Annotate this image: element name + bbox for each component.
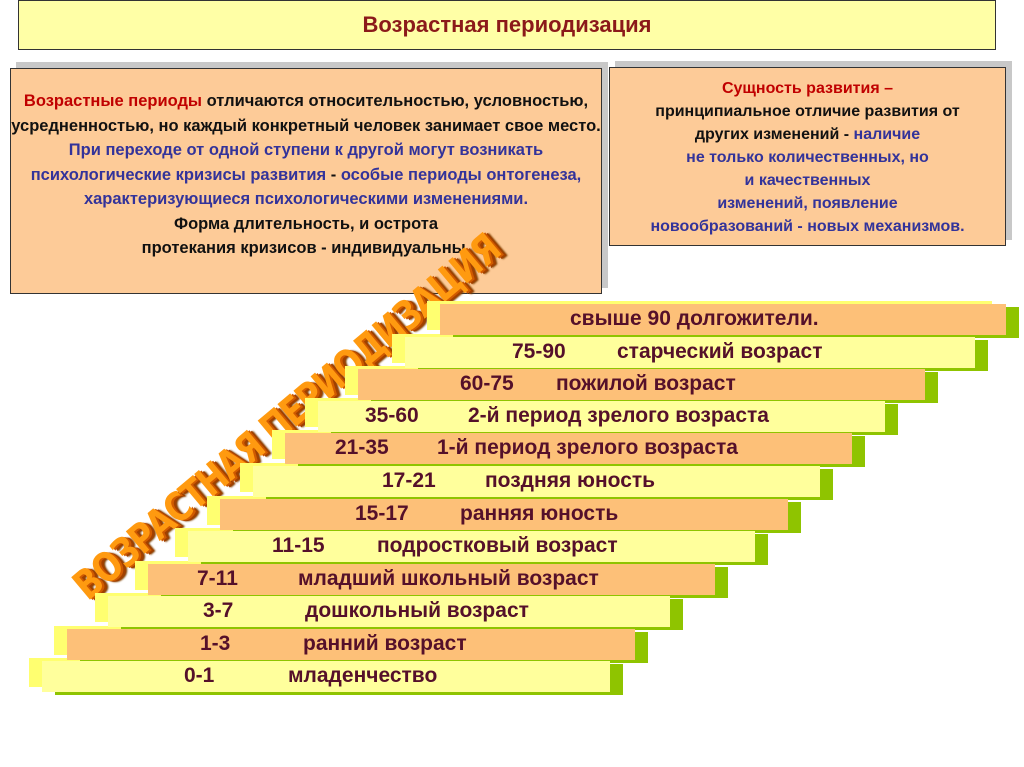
stage-label: пожилой возраст [556, 372, 736, 395]
stage-row: 75-90 старческий возраст [392, 334, 975, 368]
stage-row: 17-21 поздняя юность [240, 463, 820, 497]
stage-label: младенчество [288, 664, 438, 687]
stage-row: 7-11 младший школьный возраст [135, 561, 715, 595]
stage-range: 11-15 [272, 534, 325, 557]
stage-row: 3-7 дошкольный возраст [95, 593, 670, 627]
text-blue: При переходе от одной ступени к другой м… [30, 141, 544, 184]
stage-range: 35-60 [365, 404, 419, 427]
stage-label: подростковый возраст [377, 534, 618, 557]
development-essence-box: Сущность развития – принципиальное отлич… [609, 67, 1006, 246]
stage-range: 7-11 [197, 567, 238, 590]
age-periods-box: Возрастные периоды отличаются относитель… [10, 68, 602, 294]
stage-label: свыше 90 долгожители. [570, 307, 819, 330]
stage-range: 17-21 [382, 469, 436, 492]
stage-range: 3-7 [203, 599, 234, 622]
stage-range: 75-90 [512, 340, 566, 363]
text-blue: наличие [853, 126, 921, 143]
stage-range: 0-1 [184, 664, 215, 687]
text-blue: не только количественных, но [686, 149, 929, 166]
text-blue: новообразований - новых механизмов. [650, 218, 965, 235]
stage-row: 35-60 2-й период зрелого возраста [305, 398, 885, 432]
stage-range: 1-3 [200, 632, 231, 655]
stage-row: 1-3 ранний возраст [54, 626, 635, 660]
stage-row: 15-17 ранняя юность [207, 496, 788, 530]
stage-label: 1-й период зрелого возраста [437, 436, 738, 459]
stage-label: ранняя юность [460, 502, 619, 525]
stage-range: 15-17 [355, 502, 409, 525]
stage-label: поздняя юность [485, 469, 656, 492]
stage-row: свыше 90 долгожители. [427, 301, 1006, 335]
text: отличаются относительностью, условностью… [11, 92, 601, 135]
highlight-term: Возрастные периоды [23, 92, 203, 110]
stage-row: 60-75 пожилой возраст [345, 366, 925, 400]
stage-label: старческий возраст [617, 340, 823, 363]
text: Форма длительность, и острота протекания… [141, 214, 471, 258]
stage-range: 21-35 [335, 436, 389, 459]
stage-label: младший школьный возраст [298, 567, 599, 590]
text-blue: особые периоды онтогенеза, характеризующ… [83, 165, 582, 209]
slide-title: Возрастная периодизация [362, 12, 652, 37]
stage-label: ранний возраст [303, 632, 467, 655]
text: - [326, 165, 341, 184]
stage-row: 11-15 подростковый возраст [175, 528, 755, 562]
box-heading: Сущность развития – [721, 80, 894, 97]
stage-label: 2-й период зрелого возраста [468, 404, 769, 427]
text: принципиальное отличие развития от други… [655, 103, 960, 143]
stage-row: 21-35 1-й период зрелого возраста [272, 430, 852, 464]
title-box: Возрастная периодизация [18, 0, 996, 50]
stage-row: 0-1 младенчество [29, 658, 610, 692]
stage-range: 60-75 [460, 372, 514, 395]
stage-label: дошкольный возраст [305, 599, 529, 622]
text-blue: изменений, появление [717, 195, 898, 212]
text-blue: и качественных [744, 172, 871, 189]
